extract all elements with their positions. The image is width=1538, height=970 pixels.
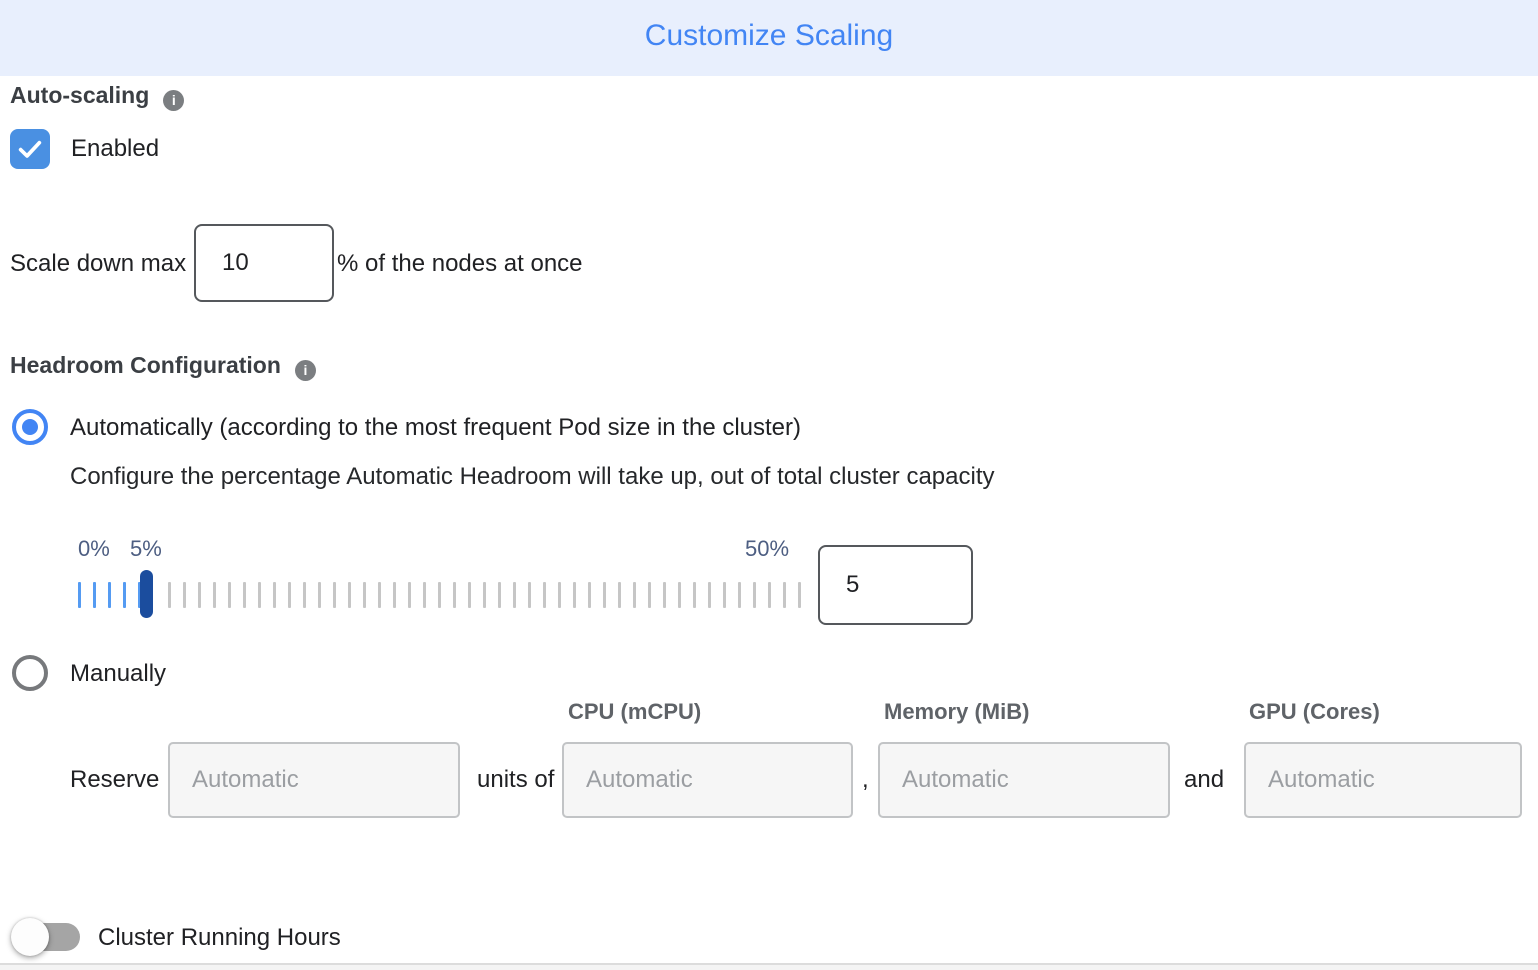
slider-tick[interactable] bbox=[168, 582, 171, 608]
slider-handle[interactable] bbox=[140, 570, 153, 618]
separator-and: and bbox=[1184, 766, 1225, 793]
reserve-label: Reserve bbox=[70, 766, 160, 793]
slider-tick[interactable] bbox=[663, 582, 666, 608]
slider-tick[interactable] bbox=[243, 582, 246, 608]
slider-tick[interactable] bbox=[408, 582, 411, 608]
slider-tick[interactable] bbox=[513, 582, 516, 608]
reserve-gpu-input[interactable] bbox=[1244, 742, 1522, 818]
column-header-memory: Memory (MiB) bbox=[884, 699, 1030, 724]
slider-tick[interactable] bbox=[378, 582, 381, 608]
headroom-automatic-radio-label[interactable]: Automatically (according to the most fre… bbox=[70, 414, 802, 441]
auto-scaling-enabled-checkbox[interactable] bbox=[10, 129, 50, 169]
slider-tick[interactable] bbox=[603, 582, 606, 608]
slider-max-label: 50% bbox=[745, 536, 790, 561]
slider-tick[interactable] bbox=[303, 582, 306, 608]
slider-tick[interactable] bbox=[783, 582, 786, 608]
slider-tick[interactable] bbox=[558, 582, 561, 608]
slider-tick[interactable] bbox=[198, 582, 201, 608]
units-of-label: units of bbox=[477, 766, 555, 793]
slider-tick[interactable] bbox=[273, 582, 276, 608]
auto-scaling-section-label-text: Auto-scaling bbox=[10, 82, 150, 108]
toggle-knob[interactable] bbox=[11, 918, 49, 956]
slider-tick[interactable] bbox=[693, 582, 696, 608]
slider-tick[interactable] bbox=[183, 582, 186, 608]
slider-tick[interactable] bbox=[258, 582, 261, 608]
info-icon[interactable]: i bbox=[163, 90, 185, 111]
slider-tick[interactable] bbox=[588, 582, 591, 608]
slider-tick[interactable] bbox=[228, 582, 231, 608]
slider-tick[interactable] bbox=[768, 582, 771, 608]
checkmark-icon bbox=[18, 140, 42, 158]
slider-tick[interactable] bbox=[528, 582, 531, 608]
slider-tick[interactable] bbox=[363, 582, 366, 608]
slider-tick[interactable] bbox=[213, 582, 216, 608]
dialog-title: Customize Scaling bbox=[644, 19, 894, 52]
slider-tick[interactable] bbox=[543, 582, 546, 608]
slider-tick[interactable] bbox=[618, 582, 621, 608]
slider-tick-active[interactable] bbox=[78, 582, 81, 608]
slider-tick-active[interactable] bbox=[108, 582, 111, 608]
slider-tick-active[interactable] bbox=[123, 582, 126, 608]
slider-tick[interactable] bbox=[468, 582, 471, 608]
slider-tick[interactable] bbox=[318, 582, 321, 608]
slider-tick[interactable] bbox=[423, 582, 426, 608]
reserve-cpu-input[interactable] bbox=[562, 742, 853, 818]
column-header-gpu: GPU (Cores) bbox=[1249, 699, 1380, 724]
slider-tick[interactable] bbox=[483, 582, 486, 608]
headroom-section-label: Headroom Configuration i bbox=[10, 352, 316, 381]
scale-down-prefix: Scale down max bbox=[10, 250, 187, 277]
slider-tick[interactable] bbox=[393, 582, 396, 608]
separator-comma: , bbox=[862, 766, 869, 793]
slider-tick[interactable] bbox=[798, 582, 801, 608]
auto-scaling-section-label: Auto-scaling i bbox=[10, 82, 185, 111]
info-icon[interactable]: i bbox=[294, 360, 316, 381]
headroom-automatic-radio[interactable] bbox=[12, 409, 48, 445]
slider-tick[interactable] bbox=[648, 582, 651, 608]
slider-tick[interactable] bbox=[633, 582, 636, 608]
headroom-percentage-input[interactable] bbox=[818, 545, 973, 625]
slider-tick[interactable] bbox=[753, 582, 756, 608]
bottom-divider bbox=[0, 963, 1538, 965]
headroom-automatic-description: Configure the percentage Automatic Headr… bbox=[70, 463, 995, 490]
slider-current-label: 5% bbox=[130, 536, 162, 561]
reserve-units-input[interactable] bbox=[168, 742, 460, 818]
scale-down-max-input[interactable] bbox=[194, 224, 334, 302]
slider-tick[interactable] bbox=[333, 582, 336, 608]
slider-tick[interactable] bbox=[348, 582, 351, 608]
slider-tick[interactable] bbox=[438, 582, 441, 608]
headroom-manual-radio-label[interactable]: Manually bbox=[70, 660, 167, 687]
slider-tick[interactable] bbox=[723, 582, 726, 608]
headroom-section-label-text: Headroom Configuration bbox=[10, 352, 281, 378]
scale-down-suffix: % of the nodes at once bbox=[337, 250, 583, 277]
slider-tick-active[interactable] bbox=[93, 582, 96, 608]
slider-tick[interactable] bbox=[738, 582, 741, 608]
cluster-running-hours-toggle[interactable] bbox=[11, 918, 80, 956]
slider-tick-active[interactable] bbox=[138, 582, 141, 608]
slider-min-label: 0% bbox=[78, 536, 110, 561]
column-header-cpu: CPU (mCPU) bbox=[568, 699, 702, 724]
slider-tick[interactable] bbox=[708, 582, 711, 608]
headroom-manual-radio[interactable] bbox=[12, 655, 48, 691]
slider-tick[interactable] bbox=[453, 582, 456, 608]
cluster-running-hours-label: Cluster Running Hours bbox=[98, 924, 341, 951]
slider-tick[interactable] bbox=[288, 582, 291, 608]
slider-tick[interactable] bbox=[573, 582, 576, 608]
headroom-slider[interactable] bbox=[78, 570, 818, 618]
slider-tick[interactable] bbox=[498, 582, 501, 608]
slider-tick[interactable] bbox=[678, 582, 681, 608]
auto-scaling-enabled-label: Enabled bbox=[71, 135, 160, 162]
bottom-strip bbox=[0, 965, 1538, 970]
dialog-header: Customize Scaling bbox=[0, 0, 1538, 76]
reserve-memory-input[interactable] bbox=[878, 742, 1170, 818]
